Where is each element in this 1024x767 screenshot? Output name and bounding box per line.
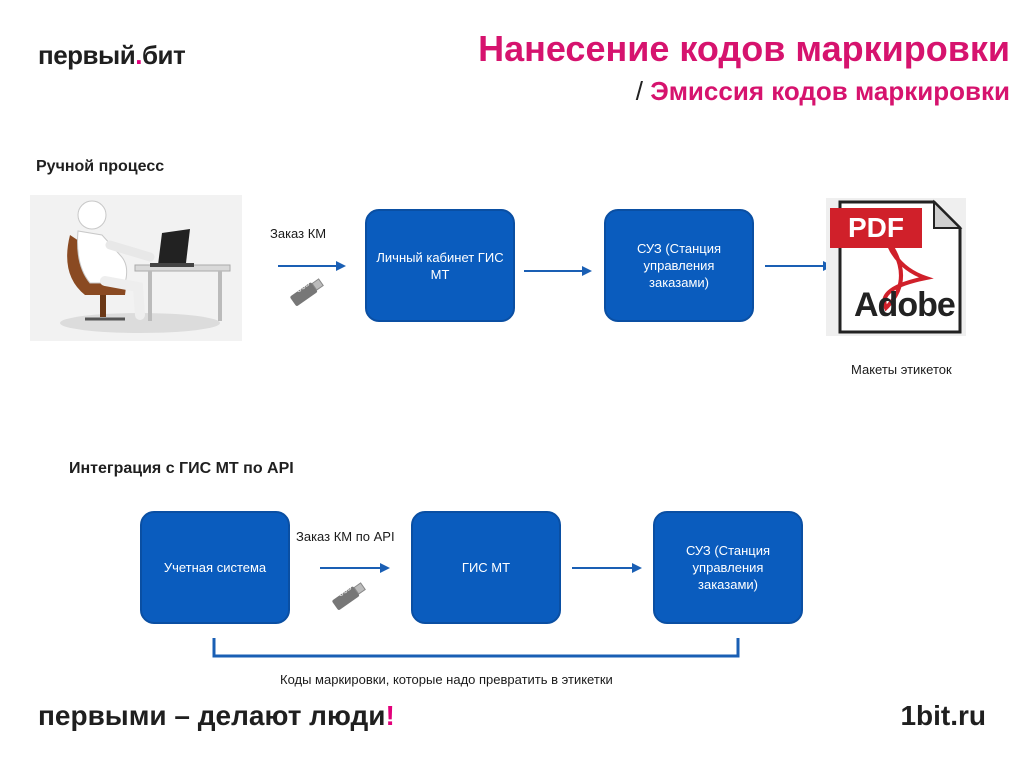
subtitle-slash: /: [635, 76, 643, 106]
api-order-label: Заказ КМ по API: [296, 529, 395, 544]
subtitle-text: Эмиссия кодов маркировки: [650, 76, 1010, 106]
footer-excl: !: [385, 700, 395, 731]
logo: первый.бит: [38, 40, 186, 71]
logo-text-1: первый: [38, 40, 136, 70]
pdf-badge: PDF: [830, 208, 922, 248]
box-suz-api: СУЗ (Станция управления заказами): [653, 511, 803, 624]
box-personal-cabinet: Личный кабинет ГИС МТ: [365, 209, 515, 322]
person-at-desk-illustration: [30, 195, 242, 341]
footer-slogan-text: первыми – делают люди: [38, 700, 386, 731]
box-suz-manual: СУЗ (Станция управления заказами): [604, 209, 754, 322]
pdf-document-icon: PDF Adobe: [826, 198, 966, 336]
arrow-1: [278, 261, 346, 271]
page-title: Нанесение кодов маркировки: [478, 28, 1010, 69]
box-gis-mt: ГИС МТ: [411, 511, 561, 624]
bracket: [212, 638, 740, 658]
manual-heading: Ручной процесс: [36, 158, 165, 175]
arrow-3: [765, 261, 833, 271]
arrow-2: [524, 266, 592, 276]
logo-text-2: бит: [141, 40, 186, 70]
order-label: Заказ КМ: [270, 226, 327, 241]
footer-slogan: первыми – делают люди!: [38, 700, 395, 732]
usb-stick-icon: USB: [286, 274, 328, 315]
bracket-caption: Коды маркировки, которые надо превратить…: [280, 672, 613, 687]
arrow-4: [320, 563, 390, 573]
api-heading: Интеграция с ГИС МТ по API: [69, 460, 294, 477]
usb-stick-icon-2: USB: [328, 578, 370, 619]
logo-dot: .: [135, 40, 142, 70]
arrow-5: [572, 563, 642, 573]
footer-site: 1bit.ru: [900, 700, 986, 731]
adobe-text: Adobe: [854, 286, 956, 324]
page-subtitle: / Эмиссия кодов маркировки: [636, 76, 1010, 107]
labels-caption: Макеты этикеток: [851, 362, 952, 377]
box-accounting-system: Учетная система: [140, 511, 290, 624]
